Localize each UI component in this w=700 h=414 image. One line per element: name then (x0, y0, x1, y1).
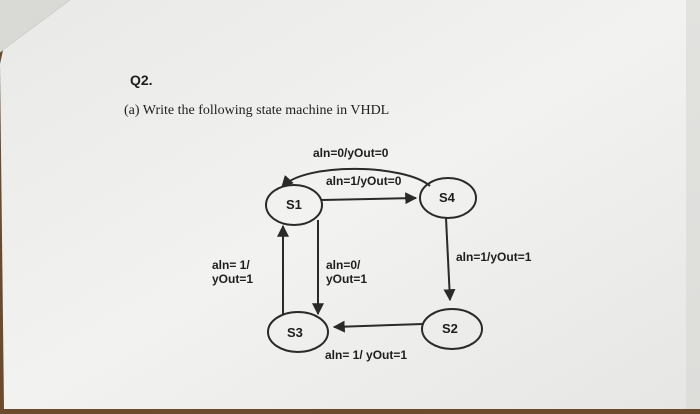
state-s3-label: S3 (287, 325, 303, 340)
self-loop-label: aln=0/yOut=0 (313, 146, 389, 160)
s3-to-s1-label: aln= 1/ yOut=1 (212, 258, 253, 286)
self-loop-arrow (281, 167, 431, 188)
state-s3-node (267, 311, 329, 353)
state-s1-label: S1 (286, 197, 302, 212)
s1-to-s4-label: aln=1/yOut=0 (326, 174, 402, 188)
state-diagram (265, 167, 483, 353)
s3-to-s1-label-line2: yOut=1 (212, 272, 254, 286)
state-s2-label: S2 (442, 321, 458, 336)
s1-to-s4-arrow (321, 192, 418, 205)
s4-to-s2-label: aln=1/yOut=1 (456, 250, 532, 264)
s2-to-s3-arrow (332, 320, 424, 333)
state-s4-node (419, 177, 477, 219)
question-number: Q2. (130, 72, 153, 88)
s1-to-s3-label-line2: yOut=1 (326, 272, 368, 286)
s1-to-s3-label-line1: aln=0/ (326, 258, 361, 272)
state-s4-label: S4 (439, 190, 455, 205)
question-text: (a) Write the following state machine in… (124, 103, 390, 118)
s1-to-s3-label: aln=0/ yOut=1 (326, 258, 367, 286)
s3-to-s1-label-line1: aln= 1/ (212, 258, 250, 272)
s4-to-s2-arrow (443, 217, 456, 302)
s2-to-s3-label: aln= 1/ yOut=1 (325, 348, 408, 362)
state-s2-node (421, 308, 483, 350)
state-s1-node (265, 184, 323, 226)
